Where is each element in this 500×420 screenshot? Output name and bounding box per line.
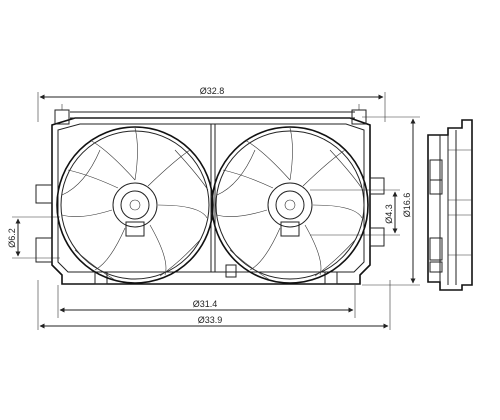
inner-width-label: Ø31.4 xyxy=(193,299,218,309)
left-motor-connector xyxy=(125,221,145,237)
dimension-overall-width: Ø33.9 xyxy=(37,280,391,330)
right-motor-connector xyxy=(280,221,300,237)
left-side-bracket xyxy=(35,184,53,204)
right-fan-hub xyxy=(267,182,313,228)
right-lower-bracket xyxy=(369,227,385,247)
right-fan xyxy=(211,126,369,284)
right-height-label: Ø16.6 xyxy=(402,193,412,218)
dimension-inner-width: Ø31.4 xyxy=(57,285,356,318)
overall-width-label: Ø33.9 xyxy=(198,315,223,325)
left-fan xyxy=(56,126,214,284)
left-height-label: Ø6.2 xyxy=(7,228,17,248)
right-fan-blades xyxy=(216,127,364,281)
right-fan-ring xyxy=(211,126,369,284)
left-lower-bracket xyxy=(35,237,53,263)
top-width-label: Ø32.8 xyxy=(200,86,225,96)
center-height-label: Ø4.3 xyxy=(384,204,394,224)
side-profile-view xyxy=(427,119,473,291)
dimension-top-width: Ø32.8 xyxy=(37,86,386,122)
shroud-frame xyxy=(35,104,385,285)
right-side-bracket xyxy=(369,177,385,195)
left-fan-ring xyxy=(56,126,214,284)
dimension-center-height: Ø4.3 xyxy=(310,189,400,236)
left-fan-hub xyxy=(112,182,158,228)
dimension-right-height: Ø16.6 xyxy=(362,116,420,286)
left-fan-blades xyxy=(61,127,209,281)
